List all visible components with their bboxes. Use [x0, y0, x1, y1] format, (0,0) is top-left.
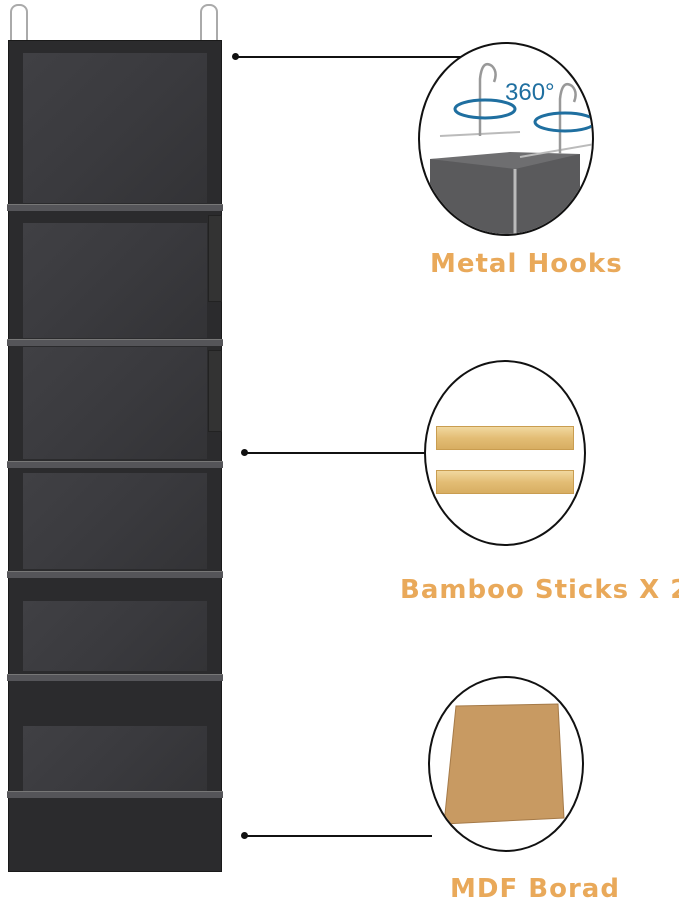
- rotation-annotation: 360°: [505, 79, 555, 106]
- callout-line: [235, 56, 465, 58]
- mdf-board-photo: [428, 676, 584, 852]
- side-pocket: [208, 215, 222, 302]
- bamboo-sticks-photo: [424, 360, 586, 546]
- hook-right-icon: [200, 4, 218, 42]
- hook-left-icon: [10, 4, 28, 42]
- mdf-board-label: MDF Borad: [450, 874, 620, 904]
- metal-hooks-photo: 360°: [418, 42, 594, 236]
- metal-hooks-label: Metal Hooks: [430, 249, 623, 279]
- callout-line: [244, 835, 432, 837]
- callout-line: [244, 452, 426, 454]
- organizer-body: [7, 40, 223, 872]
- bamboo-sticks-label: Bamboo Sticks X 2: [400, 575, 679, 605]
- side-pocket: [208, 350, 222, 432]
